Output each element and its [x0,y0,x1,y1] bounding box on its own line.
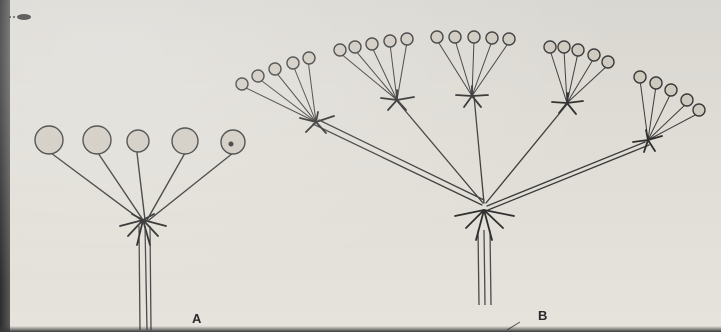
simple-umbel-a [35,126,245,330]
label-compound-umbel: B [538,308,547,323]
umbellet-b-2 [334,33,414,110]
compound-umbel-b [236,31,705,330]
flower-a-5 [221,130,245,154]
umbel-b-peduncle [478,230,491,305]
umbel-a-pedicels [51,153,233,220]
flower-a-2 [83,126,111,154]
umbellet-b-5 [633,71,705,152]
flower-a-3 [127,130,149,152]
umbel-b-rays [313,96,649,210]
page-edge-bottom [0,326,721,332]
umbellet-b-4 [544,41,614,114]
flower-a-4 [172,128,198,154]
flower-a-1 [35,126,63,154]
umbel-a-involucre [120,214,166,245]
label-simple-umbel: A [192,311,201,326]
umbel-a-flowers [35,126,245,154]
umbellet-b-3 [431,31,515,107]
umbellet-b-1 [236,52,334,133]
ink-blot-topleft [9,14,31,20]
